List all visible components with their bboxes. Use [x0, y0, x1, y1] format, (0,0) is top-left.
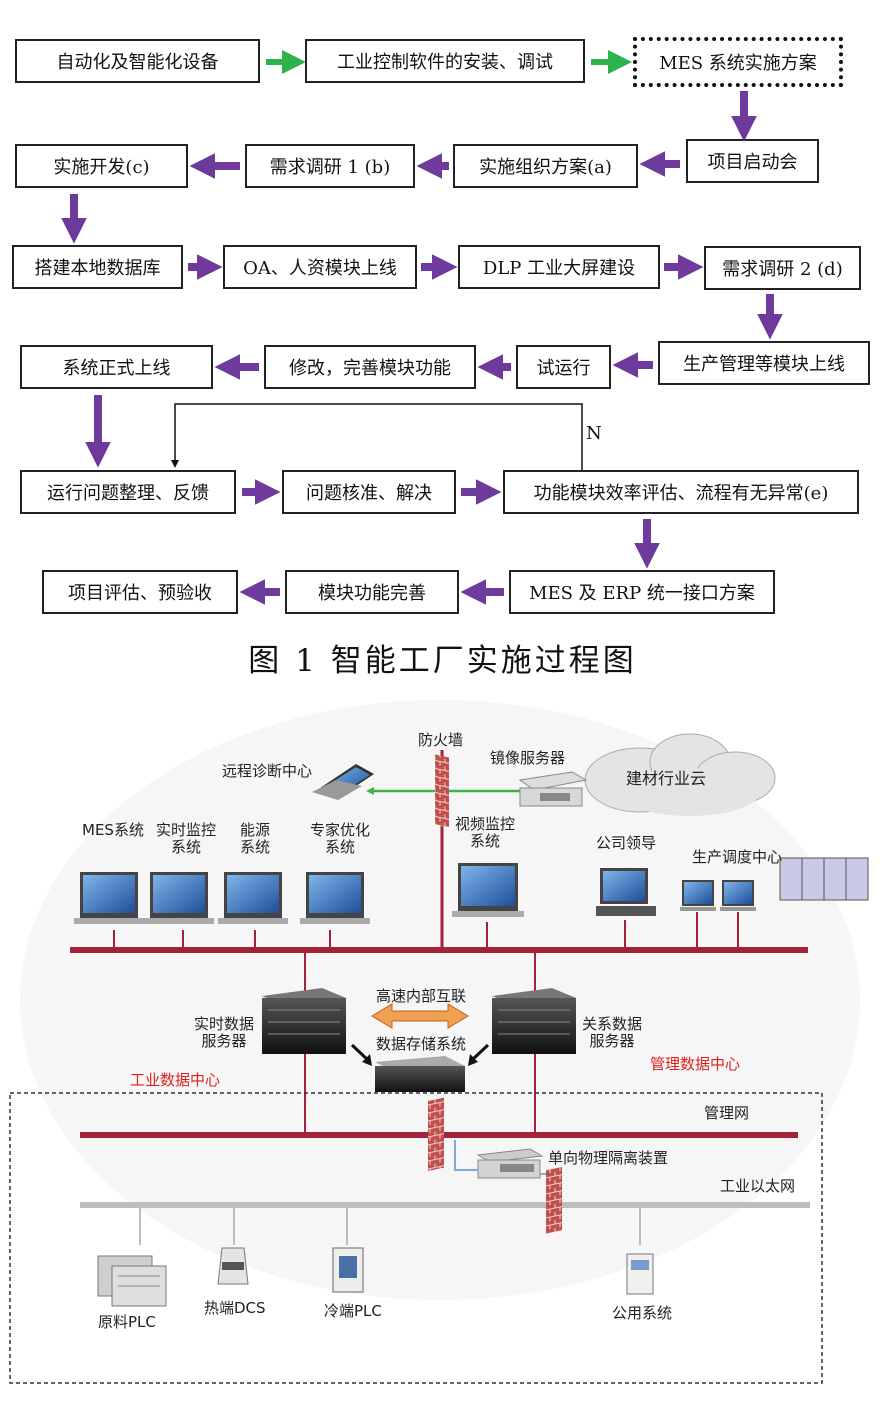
dispatch-label: 生产调度中心: [692, 848, 783, 866]
loop-back-line: [171, 403, 583, 470]
flow-box-issue-feedback: 运行问题整理、反馈: [20, 470, 236, 514]
rt-server-label: 实时数据 服务器: [194, 1015, 255, 1051]
interconnect-label: 高速内部互联: [376, 987, 467, 1005]
plc-cold-icon: [332, 1247, 364, 1293]
network-graphics: [9, 700, 869, 1384]
flow-box-project-acceptance: 项目评估、预验收: [42, 570, 238, 614]
plc-raw-icon: [97, 1255, 167, 1307]
flow-box-oa-hr: OA、人资模块上线: [223, 245, 417, 289]
flow-box-kickoff: 项目启动会: [686, 139, 819, 183]
remote-center-label: 远程诊断中心: [222, 762, 313, 780]
flow-box-issue-resolve: 问题核准、解决: [282, 470, 456, 514]
industrial-zone: [9, 1092, 823, 1384]
flow-arrows: [61, 50, 783, 605]
utility-meter-icon: [626, 1253, 654, 1295]
system-label-expert: 专家优化 系统: [310, 821, 371, 857]
figure-caption: 图 1 智能工厂实施过程图: [248, 643, 637, 679]
device-label-dcs: 热端DCS: [204, 1299, 266, 1317]
system-label-monitoring: 实时监控 系统: [156, 821, 217, 857]
firewall-label: 防火墙: [418, 731, 464, 749]
mgmt-dc-label: 管理数据中心: [650, 1055, 741, 1073]
network-diagram: 远程诊断中心 防火墙 镜像服务器 建材行业云 MES系统 实时监控 系统 能源 …: [0, 700, 885, 1408]
video-label: 视频监控 系统: [455, 815, 516, 851]
firewall-icon: [435, 754, 449, 828]
rt-server-icon: [262, 988, 346, 1054]
flow-box-modify-modules: 修改，完善模块功能: [264, 345, 476, 389]
mgmt-net-label: 管理网: [704, 1104, 750, 1122]
mirror-server-label: 镜像服务器: [490, 749, 566, 767]
device-label-cold-plc: 冷端PLC: [324, 1302, 382, 1320]
flow-box-production-modules: 生产管理等模块上线: [658, 341, 870, 385]
flow-box-software-install: 工业控制软件的安装、调试: [305, 39, 585, 83]
device-label-utility: 公用系统: [612, 1304, 673, 1322]
system-label-energy: 能源 系统: [240, 821, 271, 857]
system-label-mes: MES系统: [82, 821, 144, 839]
dcs-icon: [217, 1247, 249, 1285]
laptop-icon: [312, 764, 374, 800]
cloud-icon: [584, 733, 776, 816]
mirror-server-icon: [518, 771, 588, 807]
leader-label: 公司领导: [596, 834, 657, 852]
cloud-label: 建材行业云: [626, 769, 707, 788]
isolation-label: 单向物理隔离装置: [548, 1149, 669, 1167]
industrial-dc-label: 工业数据中心: [130, 1071, 221, 1089]
loop-label-n: N: [586, 423, 602, 444]
flow-box-requirements-1: 需求调研 1 (b): [245, 144, 415, 188]
rel-server-label: 关系数据 服务器: [582, 1015, 643, 1051]
flow-box-automation-equipment: 自动化及智能化设备: [15, 39, 260, 83]
storage-label: 数据存储系统: [376, 1035, 467, 1053]
device-label-raw-plc: 原料PLC: [98, 1313, 156, 1331]
flow-box-local-db: 搭建本地数据库: [12, 245, 183, 289]
storage-icon: [375, 1056, 465, 1092]
flow-box-module-improve: 模块功能完善: [285, 570, 459, 614]
flow-box-trial-run: 试运行: [516, 345, 611, 389]
interconnect-arrow: [371, 1003, 469, 1029]
pc-monitors: [74, 857, 869, 924]
flow-box-mes-plan: MES 系统实施方案: [633, 37, 843, 87]
ethernet-label: 工业以太网: [720, 1177, 796, 1195]
flow-box-mes-erp-interface: MES 及 ERP 统一接口方案: [509, 570, 775, 614]
flow-box-efficiency-eval: 功能模块效率评估、流程有无异常(e): [503, 470, 859, 514]
flow-box-implementation-dev: 实施开发(c): [15, 144, 188, 188]
flow-box-org-plan: 实施组织方案(a): [453, 144, 638, 188]
flow-box-requirements-2: 需求调研 2 (d): [704, 246, 861, 290]
isolation-device-icon: [476, 1148, 544, 1179]
flow-box-dlp-screen: DLP 工业大屏建设: [458, 245, 660, 289]
flow-box-go-live: 系统正式上线: [20, 345, 213, 389]
rel-server-icon: [492, 988, 576, 1054]
